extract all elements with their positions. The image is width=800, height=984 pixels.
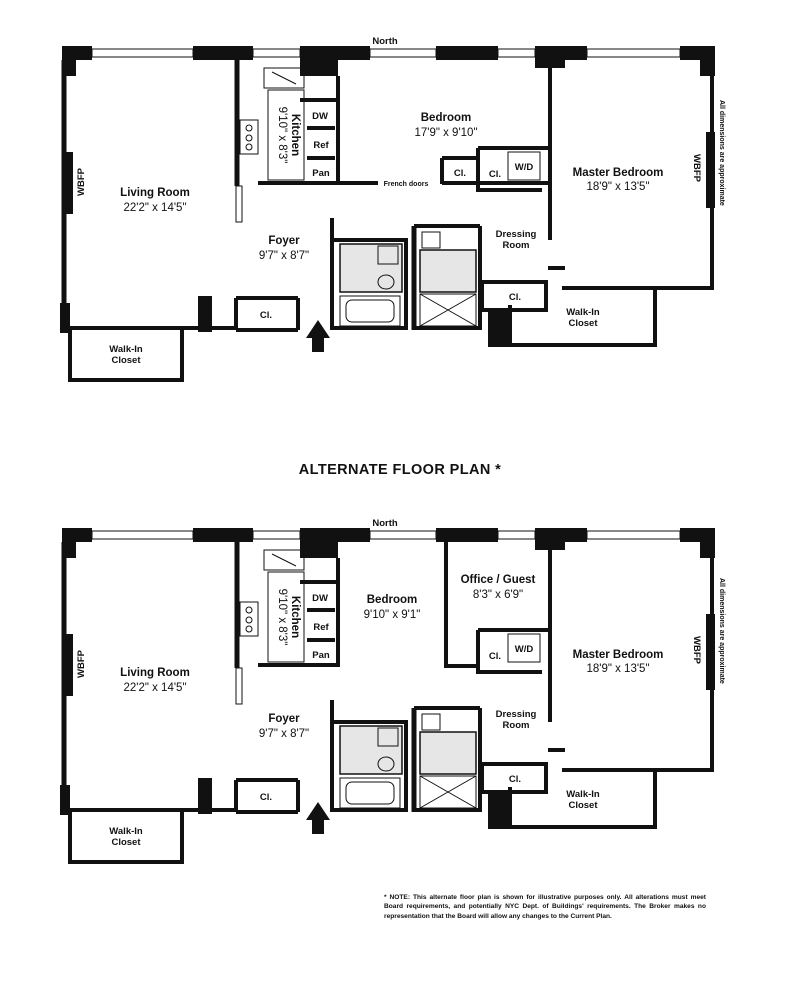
alternate-floor-plan: North All dimensions are approximate Liv… <box>60 518 725 864</box>
current-floor-plan: North All dimensions are approximate Liv… <box>60 36 725 382</box>
dimensions-note: All dimensions are approximate <box>718 100 725 206</box>
foyer-name: Foyer <box>268 713 300 725</box>
dressing-closet-label: Cl. <box>509 292 521 303</box>
french-doors-label: French doors <box>384 181 429 188</box>
living-room-dims: 22'2" x 14'5" <box>123 202 186 214</box>
dressing-room-label-2: Room <box>503 720 530 731</box>
bedroom-name: Bedroom <box>421 112 471 124</box>
master-bedroom-name: Master Bedroom <box>573 167 664 179</box>
foyer-closet-label: Cl. <box>260 792 272 803</box>
master-bedroom-name: Master Bedroom <box>573 649 664 661</box>
living-walkin-label-2: Closet <box>111 837 141 848</box>
washer-dryer-label: W/D <box>515 644 534 655</box>
fireplace-left-label: WBFP <box>76 167 87 196</box>
kitchen-dims: 9'10" x 8'3" <box>276 589 288 646</box>
bedroom-closet-label: Cl. <box>454 168 466 179</box>
master-walkin-label: Walk-In <box>566 307 600 318</box>
office-guest-dims: 8'3" x 6'9" <box>473 589 523 601</box>
dishwasher-label: DW <box>312 593 328 604</box>
living-walkin-label-2: Closet <box>111 355 141 366</box>
foyer-name: Foyer <box>268 235 300 247</box>
foyer-closet-label: Cl. <box>260 310 272 321</box>
master-walkin-label-2: Closet <box>568 800 598 811</box>
kitchen-name: Kitchen <box>289 596 301 638</box>
wd-closet-label: Cl. <box>489 651 501 662</box>
dressing-room-label: Dressing <box>496 229 537 240</box>
pantry-label: Pan <box>312 650 330 661</box>
bedroom-name: Bedroom <box>367 594 417 606</box>
kitchen-name: Kitchen <box>289 114 301 156</box>
master-walkin-label-2: Closet <box>568 318 598 329</box>
living-walkin-label: Walk-In <box>109 826 143 837</box>
dressing-closet-label: Cl. <box>509 774 521 785</box>
refrigerator-label: Ref <box>313 622 329 633</box>
foyer-dims: 9'7" x 8'7" <box>259 728 309 740</box>
bedroom-dims: 17'9" x 9'10" <box>414 127 477 139</box>
pantry-label: Pan <box>312 168 330 179</box>
alternate-plan-title: ALTERNATE FLOOR PLAN * <box>298 462 502 478</box>
north-label: North <box>372 36 398 47</box>
living-room-name: Living Room <box>120 667 190 679</box>
fireplace-right-label: WBFP <box>691 154 702 183</box>
master-bedroom-dims: 18'9" x 13'5" <box>586 181 649 193</box>
living-room-name: Living Room <box>120 187 190 199</box>
living-room-dims: 22'2" x 14'5" <box>123 682 186 694</box>
dimensions-note: All dimensions are approximate <box>718 578 725 684</box>
foyer-dims: 9'7" x 8'7" <box>259 250 309 262</box>
bedroom-dims: 9'10" x 9'1" <box>364 609 421 621</box>
wd-closet-label: Cl. <box>489 169 501 180</box>
dishwasher-label: DW <box>312 111 328 122</box>
office-guest-name: Office / Guest <box>461 574 536 586</box>
living-walkin-label: Walk-In <box>109 344 143 355</box>
fireplace-right-label: WBFP <box>691 636 702 665</box>
dressing-room-label: Dressing <box>496 709 537 720</box>
refrigerator-label: Ref <box>313 140 329 151</box>
fireplace-left-label: WBFP <box>76 649 87 678</box>
north-label: North <box>372 518 398 529</box>
master-walkin-label: Walk-In <box>566 789 600 800</box>
kitchen-dims: 9'10" x 8'3" <box>276 107 288 164</box>
master-bedroom-dims: 18'9" x 13'5" <box>586 663 649 675</box>
alternate-plan-note: * NOTE: This alternate floor plan is sho… <box>384 894 706 920</box>
dressing-room-label-2: Room <box>503 240 530 251</box>
washer-dryer-label: W/D <box>515 162 534 173</box>
